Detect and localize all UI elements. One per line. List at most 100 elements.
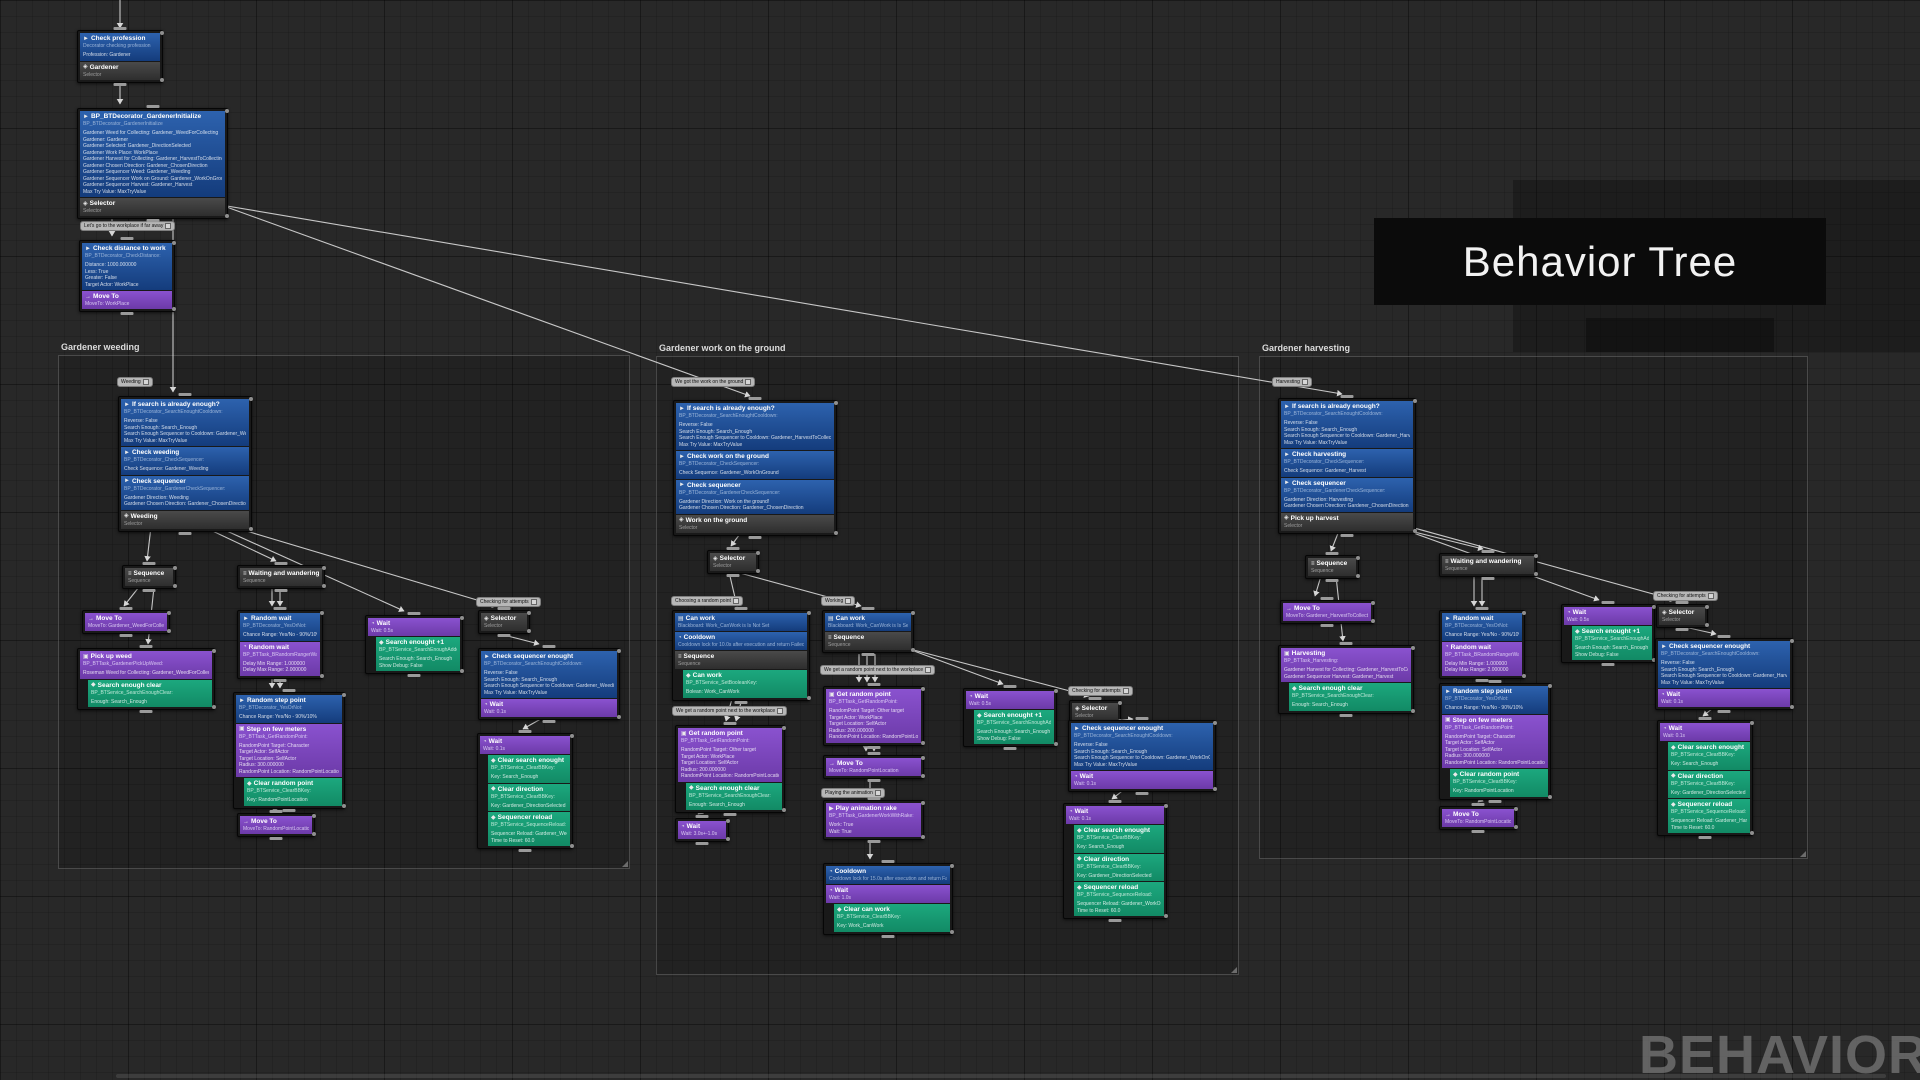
connector-pin[interactable]: [726, 837, 730, 841]
workplace-comment[interactable]: Let's go to the workplace if far away: [80, 221, 176, 231]
connector-pin[interactable]: [1411, 708, 1415, 713]
connector-pin[interactable]: [1514, 807, 1518, 811]
connector-pin[interactable]: [322, 566, 326, 570]
connector-pin[interactable]: [342, 803, 346, 808]
connector-pin[interactable]: [1522, 611, 1526, 615]
connector-pin[interactable]: [460, 616, 464, 620]
random-point-left-comment[interactable]: We get a random point next to the workpl…: [672, 706, 788, 716]
playing-animation-comment[interactable]: Playing the animation: [821, 788, 885, 798]
connector-pin[interactable]: [172, 241, 176, 245]
connector-pin[interactable]: [1371, 601, 1375, 605]
connector-pin[interactable]: [527, 611, 531, 615]
choosing-random-point-comment[interactable]: Choosing a random point: [671, 596, 743, 606]
connector-pin[interactable]: [1652, 605, 1656, 609]
connector-pin[interactable]: [320, 673, 324, 678]
connector-pin[interactable]: [312, 832, 316, 836]
connector-pin[interactable]: [1750, 721, 1754, 725]
connector-pin[interactable]: [921, 687, 925, 691]
connector-pin[interactable]: [921, 756, 925, 760]
connector-pin[interactable]: [950, 864, 954, 868]
comment-toggle-icon[interactable]: [777, 708, 784, 714]
weeding-comment[interactable]: Weeding: [117, 377, 153, 387]
connector-pin[interactable]: [225, 214, 229, 218]
connector-pin[interactable]: [1705, 623, 1709, 627]
comment-toggle-icon[interactable]: [142, 379, 149, 385]
connector-pin[interactable]: [570, 844, 574, 848]
connector-pin[interactable]: [1548, 684, 1552, 688]
connector-pin[interactable]: [1164, 804, 1168, 808]
connector-pin[interactable]: [921, 774, 925, 778]
connector-pin[interactable]: [527, 629, 531, 633]
attempts-harvest-comment[interactable]: Checking for attempts: [1653, 591, 1718, 601]
connector-pin[interactable]: [225, 109, 229, 113]
connector-pin[interactable]: [1750, 831, 1754, 835]
connector-pin[interactable]: [921, 740, 925, 745]
connector-pin[interactable]: [1411, 646, 1415, 650]
connector-pin[interactable]: [1118, 701, 1122, 705]
connector-pin[interactable]: [782, 808, 786, 812]
comment-toggle-icon[interactable]: [745, 379, 752, 385]
connector-pin[interactable]: [172, 307, 176, 311]
connector-pin[interactable]: [160, 31, 164, 35]
resize-handle-icon[interactable]: [1800, 851, 1806, 857]
connector-pin[interactable]: [726, 819, 730, 823]
connector-pin[interactable]: [1413, 399, 1417, 403]
connector-pin[interactable]: [617, 715, 621, 719]
horizontal-scrollbar[interactable]: [116, 1074, 1886, 1078]
working-comment[interactable]: Working: [821, 596, 856, 606]
connector-pin[interactable]: [1514, 825, 1518, 829]
node-weed-main[interactable]: ►If search is already enough?BP_BTDecora…: [118, 396, 253, 532]
connector-pin[interactable]: [1213, 721, 1217, 725]
connector-pin[interactable]: [212, 649, 216, 653]
comment-toggle-icon[interactable]: [530, 599, 537, 605]
connector-pin[interactable]: [1790, 639, 1794, 643]
connector-pin[interactable]: [1790, 705, 1794, 709]
connector-pin[interactable]: [312, 814, 316, 818]
connector-pin[interactable]: [1213, 787, 1217, 791]
connector-pin[interactable]: [782, 726, 786, 730]
comment-toggle-icon[interactable]: [165, 223, 172, 229]
connector-pin[interactable]: [1413, 528, 1417, 533]
connector-pin[interactable]: [834, 530, 838, 535]
connector-pin[interactable]: [834, 401, 838, 405]
connector-pin[interactable]: [322, 584, 326, 588]
connector-pin[interactable]: [1164, 914, 1168, 918]
connector-pin[interactable]: [807, 695, 811, 700]
connector-pin[interactable]: [921, 835, 925, 839]
connector-pin[interactable]: [1522, 673, 1526, 678]
ground-comment[interactable]: We got the work on the ground: [671, 377, 756, 387]
comment-toggle-icon[interactable]: [1301, 379, 1308, 385]
connector-pin[interactable]: [950, 929, 954, 934]
connector-pin[interactable]: [570, 734, 574, 738]
random-point-right-comment[interactable]: We get a random point next to the workpl…: [820, 665, 936, 675]
attempts-ground-comment[interactable]: Checking for attempts: [1068, 686, 1133, 696]
comment-toggle-icon[interactable]: [732, 598, 739, 604]
connector-pin[interactable]: [921, 801, 925, 805]
comment-toggle-icon[interactable]: [1122, 688, 1129, 694]
connector-pin[interactable]: [911, 648, 915, 652]
